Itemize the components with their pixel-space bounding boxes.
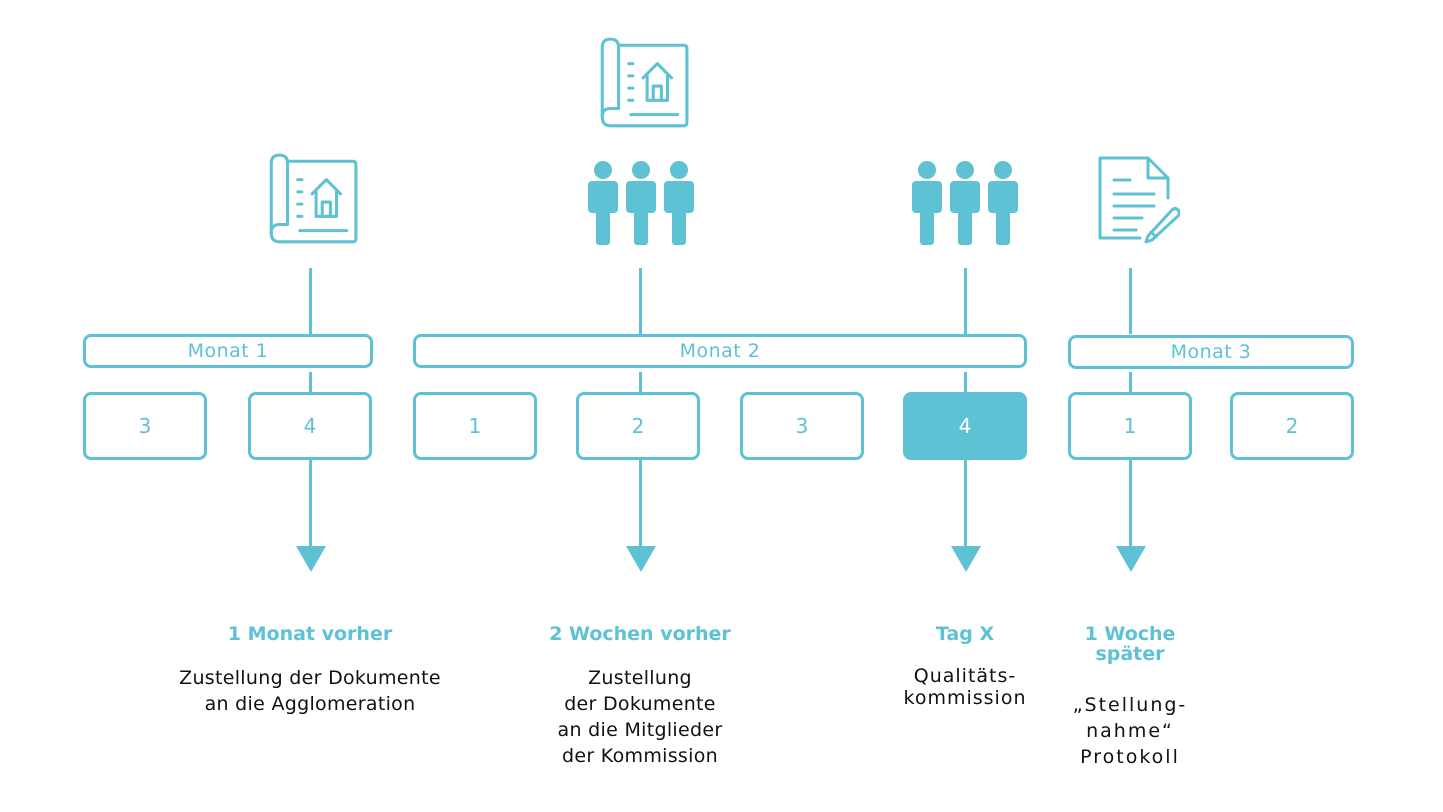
week-box: 2 [576, 392, 700, 460]
month-bar-1: Monat 1 [83, 334, 373, 368]
document-edit-icon [1080, 148, 1180, 248]
connector-line [309, 268, 312, 334]
milestone-title: 2 Wochen vorher [549, 623, 731, 645]
arrow-line [639, 460, 642, 548]
week-box: 1 [1068, 392, 1192, 460]
connector-line [1129, 372, 1132, 394]
week-box: 4 [248, 392, 372, 460]
people-group-icon [588, 161, 698, 245]
connector-line [964, 268, 967, 334]
connector-line [639, 268, 642, 334]
arrow-down-icon [626, 546, 656, 572]
person-icon [626, 161, 656, 245]
milestone-title: 1 Woche [1084, 623, 1176, 645]
milestone-description: „Stellung- nahme“ Protokoll [1072, 694, 1188, 768]
week-box: 1 [413, 392, 537, 460]
arrow-down-icon [951, 546, 981, 572]
arrow-line [1129, 460, 1132, 548]
person-icon [664, 161, 694, 245]
person-icon [912, 161, 942, 245]
connector-line [639, 372, 642, 394]
month-bar-3: Monat 3 [1068, 335, 1354, 369]
week-box: 2 [1230, 392, 1354, 460]
arrow-line [309, 460, 312, 548]
milestone-description: Zustellung der Dokumente an die Agglomer… [179, 667, 441, 715]
milestone-title: später [1095, 643, 1165, 665]
person-icon [950, 161, 980, 245]
week-box: 3 [83, 392, 207, 460]
blueprint-icon [590, 37, 692, 129]
week-box: 3 [740, 392, 864, 460]
milestone-description: Qualitäts- kommission [903, 665, 1027, 709]
blueprint-icon [259, 153, 361, 245]
arrow-down-icon [1116, 546, 1146, 572]
people-group-icon [912, 161, 1022, 245]
arrow-down-icon [296, 546, 326, 572]
month-bar-2: Monat 2 [413, 334, 1027, 368]
connector-line [1129, 268, 1132, 334]
connector-line [309, 372, 312, 394]
milestone-description: Zustellung der Dokumente an die Mitglied… [557, 667, 723, 767]
milestone-title: 1 Monat vorher [227, 623, 393, 645]
person-icon [988, 161, 1018, 245]
connector-line [964, 372, 967, 394]
week-box-active: 4 [903, 392, 1027, 460]
milestone-title: Tag X [935, 623, 995, 645]
person-icon [588, 161, 618, 245]
arrow-line [964, 460, 967, 548]
